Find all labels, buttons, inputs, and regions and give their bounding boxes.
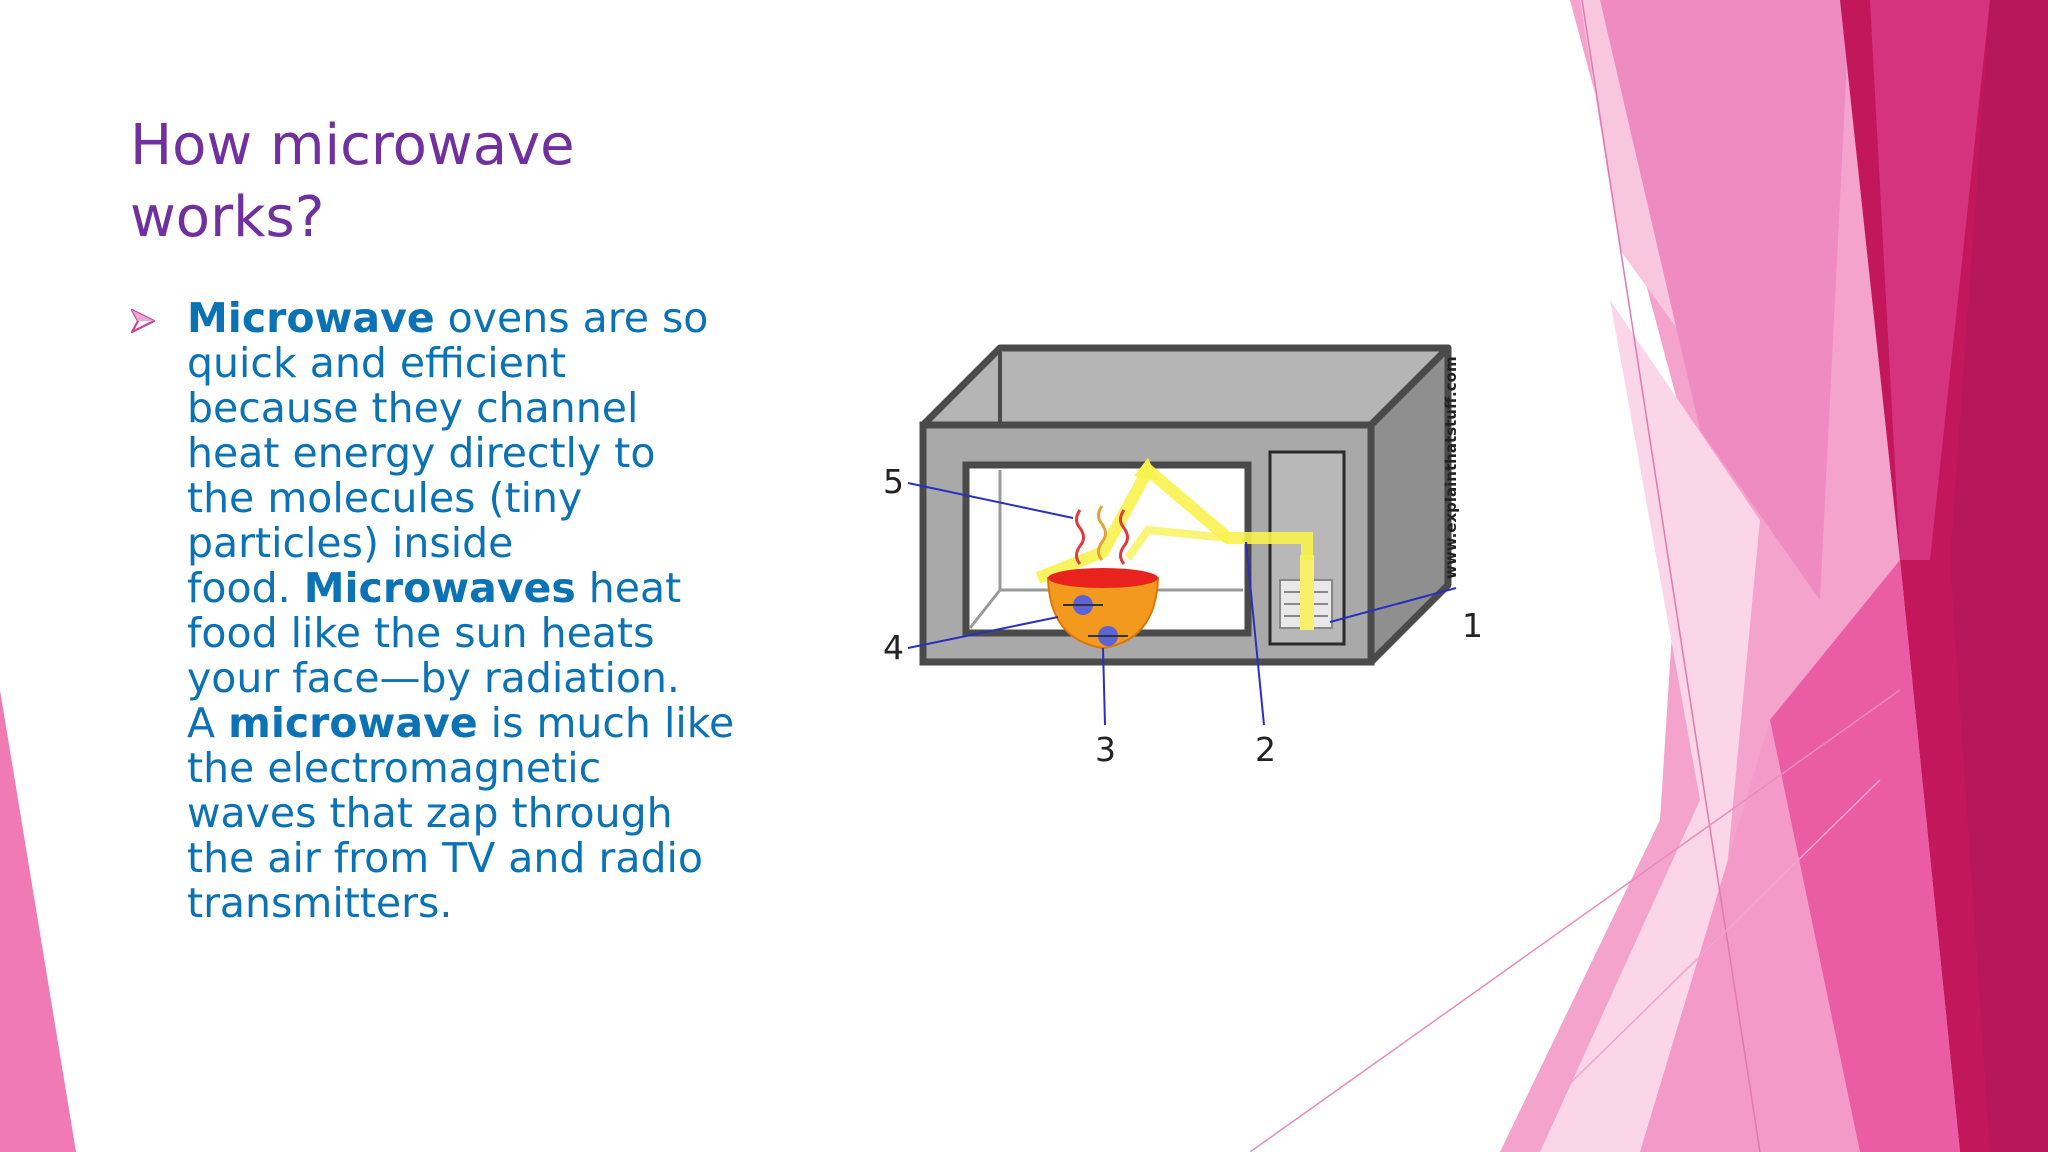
text-run: the air from TV and radio <box>187 834 703 882</box>
bullet-line: the molecules (tiny <box>187 476 777 521</box>
text-run: A <box>187 699 229 747</box>
diagram-label-5: 5 <box>883 462 904 501</box>
facet-far-right <box>1950 0 2048 1152</box>
leader-5 <box>907 482 1074 519</box>
bullet-line: particles) inside <box>187 521 777 566</box>
bullet-line: Microwave ovens are so <box>187 296 777 341</box>
text-run: the molecules (tiny <box>187 474 583 522</box>
text-run: your face—by radiation. <box>187 654 680 702</box>
bold-term: Microwave <box>187 294 435 342</box>
bullet-line: heat energy directly to <box>187 431 777 476</box>
leader-3 <box>1102 647 1106 726</box>
leader-1 <box>1329 587 1457 623</box>
cavity-corner <box>968 589 1002 629</box>
microwave-diagram <box>907 344 1457 726</box>
title-line-1: How microwave <box>130 113 575 178</box>
facet-bright <box>1870 0 1990 560</box>
bullet-line: transmitters. <box>187 881 777 926</box>
text-run: food. <box>187 564 304 612</box>
bullet-line: food like the sun heats <box>187 611 777 656</box>
bullet-line: food. Microwaves heat <box>187 566 777 611</box>
facet-mid-pink <box>1600 0 1850 600</box>
text-run: is much like <box>477 699 735 747</box>
bullet-line: the electromagnetic <box>187 746 777 791</box>
diagram-label-2: 2 <box>1255 730 1276 769</box>
text-run: transmitters. <box>187 879 453 927</box>
bullet-line: because they channel <box>187 386 777 431</box>
bullet-line: your face—by radiation. <box>187 656 777 701</box>
microwave-beam <box>1035 460 1313 584</box>
bullet-line: the air from TV and radio <box>187 836 777 881</box>
diagram-label-4: 4 <box>883 628 904 667</box>
thin-line-3 <box>1499 779 1881 1152</box>
bold-term: microwave <box>228 699 478 747</box>
text-run: heat <box>575 564 682 612</box>
leader-2 <box>1245 541 1265 726</box>
bullet-line: A microwave is much like <box>187 701 777 746</box>
bold-term: Microwaves <box>303 564 576 612</box>
facet-left-edge <box>0 690 76 1152</box>
steam-2 <box>1097 505 1107 561</box>
bullet-line: waves that zap through <box>187 791 777 836</box>
food-bowl <box>1046 577 1160 650</box>
food-surface <box>1048 568 1158 588</box>
facet-lower-rose <box>1640 720 1860 1152</box>
title-line-2: works? <box>130 185 325 250</box>
text-run: heat energy directly to <box>187 429 656 477</box>
leader-4 <box>907 616 1059 649</box>
text-run: food like the sun heats <box>187 609 655 657</box>
text-run: particles) inside <box>187 519 514 567</box>
thin-line-2 <box>1249 689 1901 1152</box>
beam-arrow <box>1134 458 1158 480</box>
text-run: ovens are so <box>434 294 709 342</box>
bullet-line: quick and efficient <box>187 341 777 386</box>
text-run: waves that zap through <box>187 789 673 837</box>
text-run: quick and efficient <box>187 339 566 387</box>
slide-title: How microwave works? <box>130 110 690 254</box>
image-credit: www.explainthatstuff.com <box>1442 356 1460 579</box>
steam-1 <box>1075 509 1085 565</box>
thin-line-1 <box>1581 0 1761 1152</box>
steam-3 <box>1119 509 1129 565</box>
diagram-label-3: 3 <box>1095 730 1116 769</box>
diagram-label-1: 1 <box>1462 606 1483 645</box>
text-run: because they channel <box>187 384 639 432</box>
arrow-bullet-icon <box>130 308 156 334</box>
waveguide-beam <box>1300 555 1314 630</box>
text-run: the electromagnetic <box>187 744 602 792</box>
